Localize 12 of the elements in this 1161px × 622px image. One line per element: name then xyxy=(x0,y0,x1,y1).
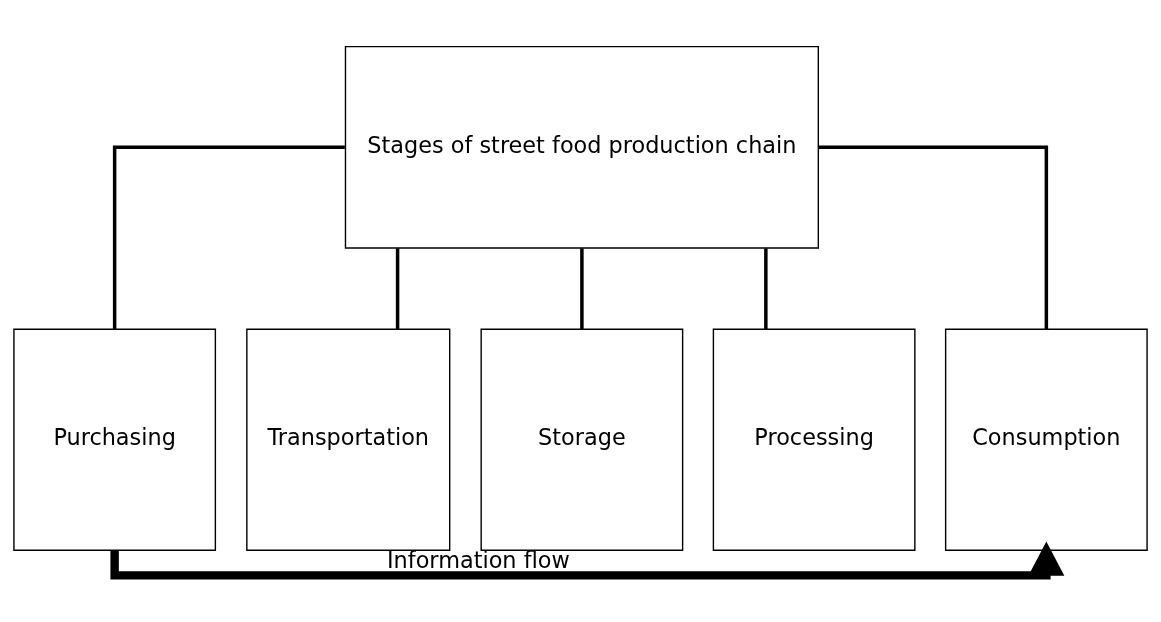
connector xyxy=(818,145,1049,330)
node-box: Processing xyxy=(712,328,916,551)
node-box: Transportation xyxy=(246,328,451,551)
node-box: Consumption xyxy=(944,328,1148,551)
node-box: Purchasing xyxy=(13,328,217,551)
node-box: Storage xyxy=(480,328,684,551)
arrow xyxy=(110,541,1065,580)
connector xyxy=(580,248,584,330)
connector xyxy=(112,145,345,330)
node-box: Stages of street food production chain xyxy=(344,45,820,249)
connector xyxy=(764,248,768,330)
connector xyxy=(395,248,400,330)
